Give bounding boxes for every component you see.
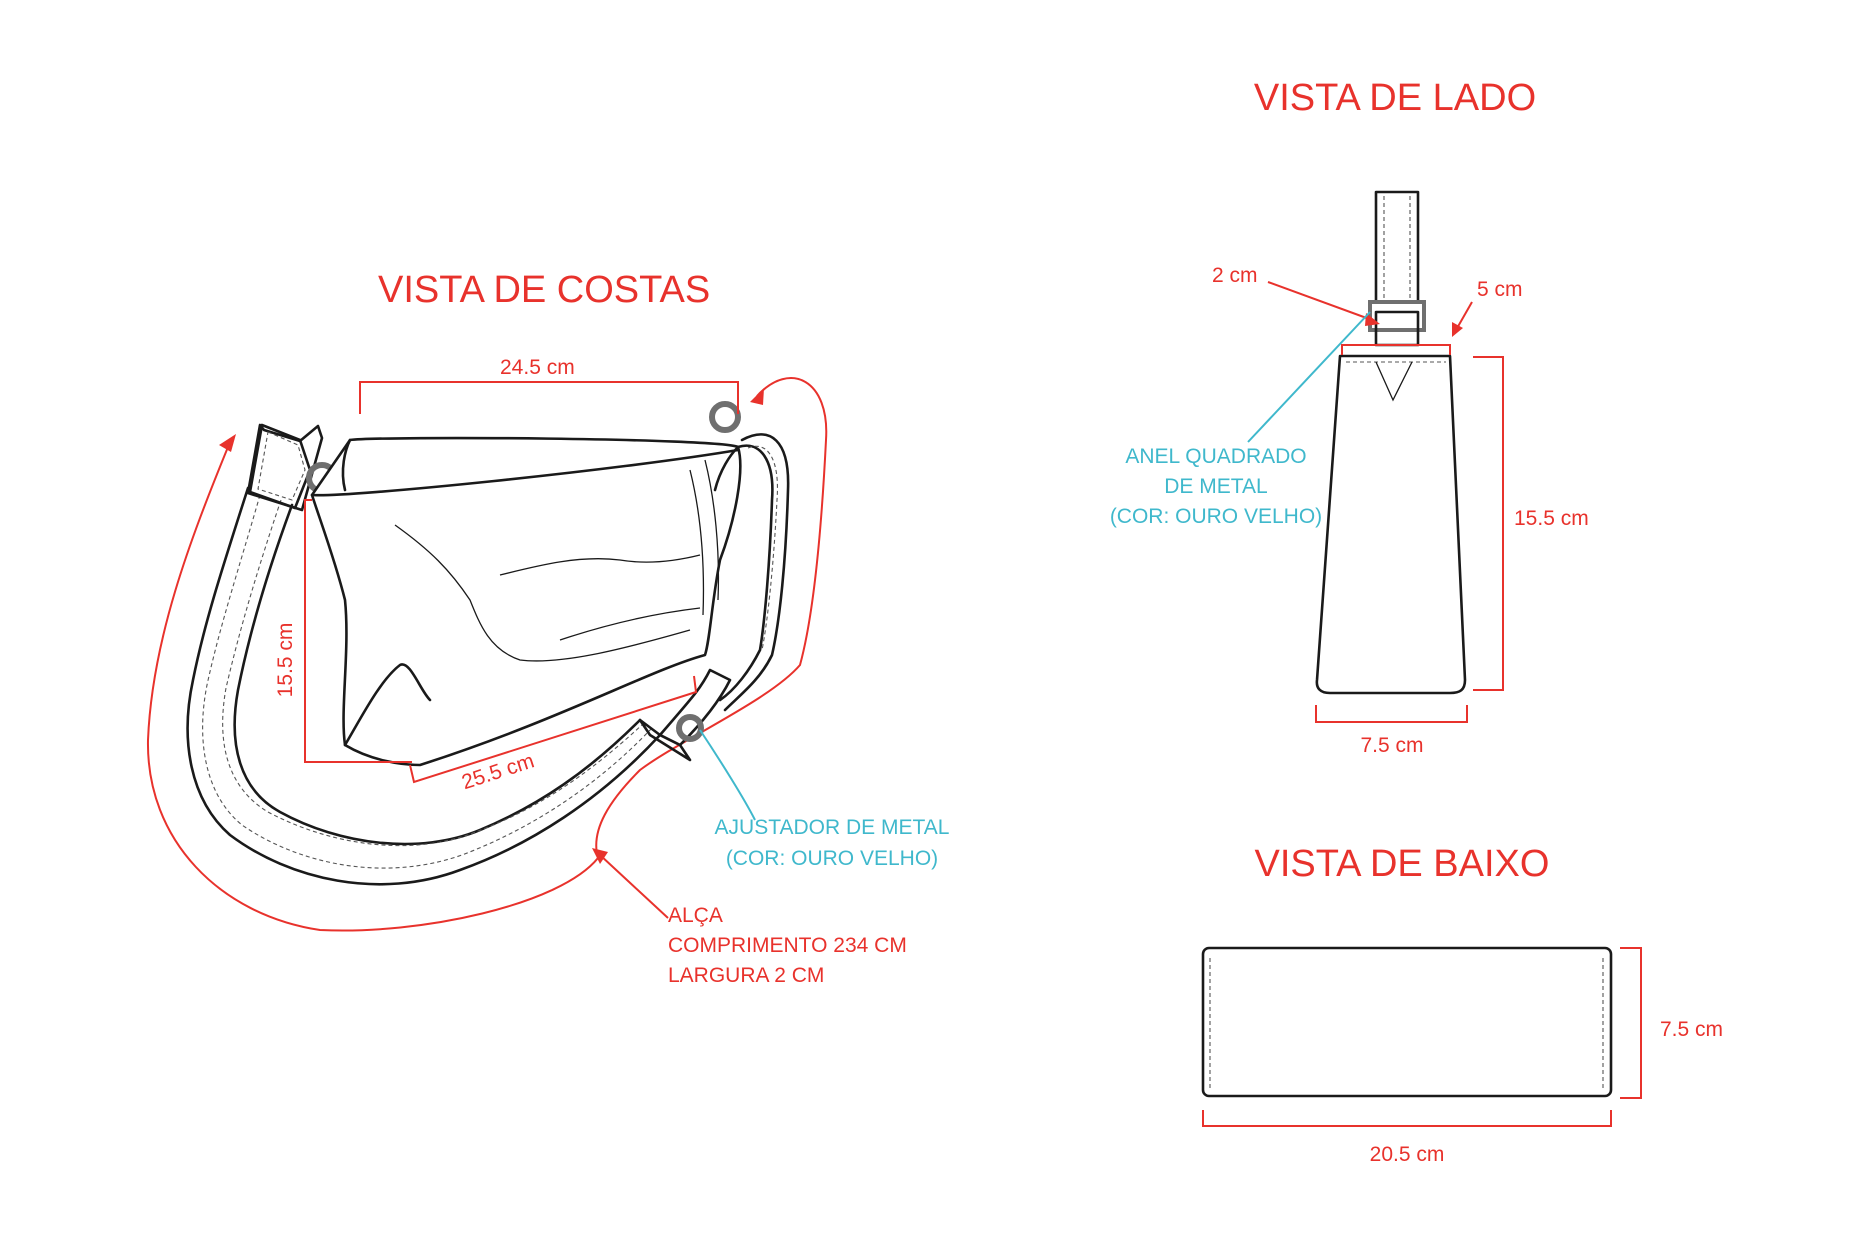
side-base-width-label: 7.5 cm <box>1360 734 1423 757</box>
ring-leader <box>1247 311 1371 443</box>
strap-length-outline <box>146 377 828 932</box>
side-top-dimension <box>1452 301 1473 337</box>
ring-note-line2: DE METAL <box>1164 475 1267 498</box>
side-height-dimension <box>1473 356 1504 691</box>
adjuster-note-line1: AJUSTADOR DE METAL <box>715 816 950 839</box>
strap-note-line3: LARGURA 2 CM <box>668 964 824 987</box>
ring-note-line1: ANEL QUADRADO <box>1125 445 1306 468</box>
adjuster-note-line2: (COR: OURO VELHO) <box>726 847 938 870</box>
right-square-ring <box>709 401 741 433</box>
left-strap-tab <box>246 423 324 512</box>
side-bag <box>1315 190 1467 695</box>
ring-note-line3: (COR: OURO VELHO) <box>1110 505 1322 528</box>
side-ring-width-label: 2 cm <box>1212 264 1258 287</box>
side-height-label: 15.5 cm <box>1514 507 1589 530</box>
back-height-dimension <box>304 499 412 763</box>
strap-leader <box>599 854 669 919</box>
adjuster-leader <box>699 729 756 821</box>
bottom-panel <box>1201 946 1613 1098</box>
bottom-view-title: VISTA DE BAIXO <box>1255 843 1550 885</box>
right-strap <box>638 433 790 762</box>
back-view-title: VISTA DE COSTAS <box>378 269 710 311</box>
bottom-depth-label: 7.5 cm <box>1660 1018 1723 1041</box>
back-base-dimension <box>409 675 698 784</box>
bottom-width-dimension <box>1202 1110 1612 1127</box>
adjuster-ring <box>676 714 704 742</box>
strap <box>186 486 662 886</box>
side-view-title: VISTA DE LADO <box>1254 77 1536 119</box>
bottom-width-label: 20.5 cm <box>1370 1143 1445 1166</box>
back-top-dimension <box>359 381 739 414</box>
bag-body <box>310 436 742 767</box>
strap-note-line2: COMPRIMENTO 234 CM <box>668 934 907 957</box>
strap-note-line1: ALÇA <box>668 904 723 927</box>
back-top-width-label: 24.5 cm <box>500 356 575 379</box>
back-height-label: 15.5 cm <box>274 623 297 698</box>
side-ring-dimension <box>1267 281 1451 355</box>
bottom-depth-dimension <box>1620 947 1642 1099</box>
side-top-width-label: 5 cm <box>1477 278 1523 301</box>
side-base-dimension <box>1315 705 1468 723</box>
